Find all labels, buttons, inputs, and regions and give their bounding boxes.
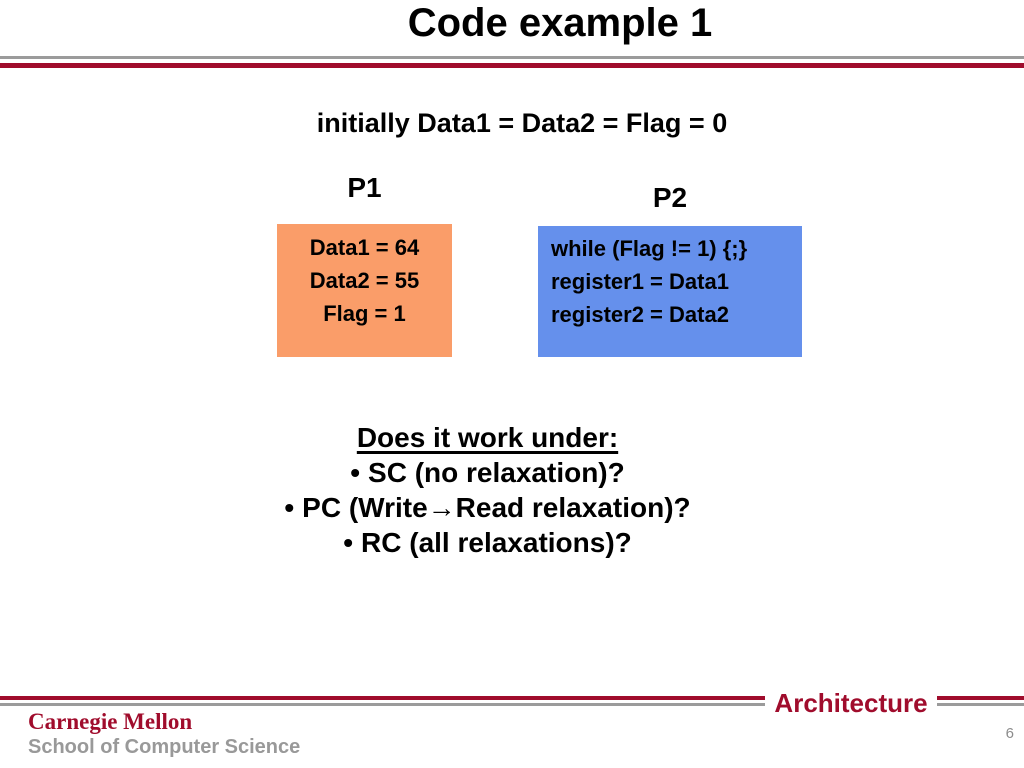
process1-code-box: Data1 = 64 Data2 = 55 Flag = 1 — [277, 224, 452, 357]
code-line: while (Flag != 1) {;} — [551, 236, 748, 261]
question-item-text: RC (all relaxations)? — [361, 527, 632, 558]
code-line: Data2 = 55 — [309, 268, 420, 293]
question-item: •PC (Write→Read relaxation)? — [0, 490, 975, 525]
footer-divider-red-rule — [0, 696, 1024, 700]
initial-condition-statement: initially Data1 = Data2 = Flag = 0 — [316, 108, 728, 138]
process2-label: P2 — [652, 182, 688, 213]
slide-title: Code example 1 — [407, 1, 713, 45]
question-item: •RC (all relaxations)? — [0, 525, 975, 560]
page-number: 6 — [1005, 725, 1014, 742]
code-line: Data1 = 64 — [309, 235, 420, 260]
bullet-icon: • — [284, 492, 295, 523]
code-line: register1 = Data1 — [551, 269, 729, 294]
bullet-icon: • — [343, 527, 354, 558]
code-line: Flag = 1 — [323, 301, 406, 326]
question-item-text: SC (no relaxation)? — [368, 457, 625, 488]
footer-section-label: Architecture — [765, 686, 937, 720]
title-divider-red-rule — [0, 63, 1024, 68]
process2-code-box: while (Flag != 1) {;} register1 = Data1 … — [538, 226, 802, 357]
bullet-icon: • — [350, 457, 361, 488]
title-divider-gray-rule — [0, 56, 1024, 59]
process1-label: P1 — [347, 172, 382, 203]
code-line: register2 = Data2 — [551, 302, 729, 327]
question-item-text: PC (Write→Read relaxation)? — [302, 492, 691, 523]
institution-wordmark: Carnegie Mellon — [28, 709, 193, 734]
school-name: School of Computer Science — [28, 736, 301, 758]
questions-block: Does it work under: •SC (no relaxation)?… — [0, 420, 975, 560]
footer-divider-gray-rule — [0, 703, 1024, 706]
questions-heading: Does it work under: — [356, 422, 619, 453]
question-item: •SC (no relaxation)? — [0, 455, 975, 490]
